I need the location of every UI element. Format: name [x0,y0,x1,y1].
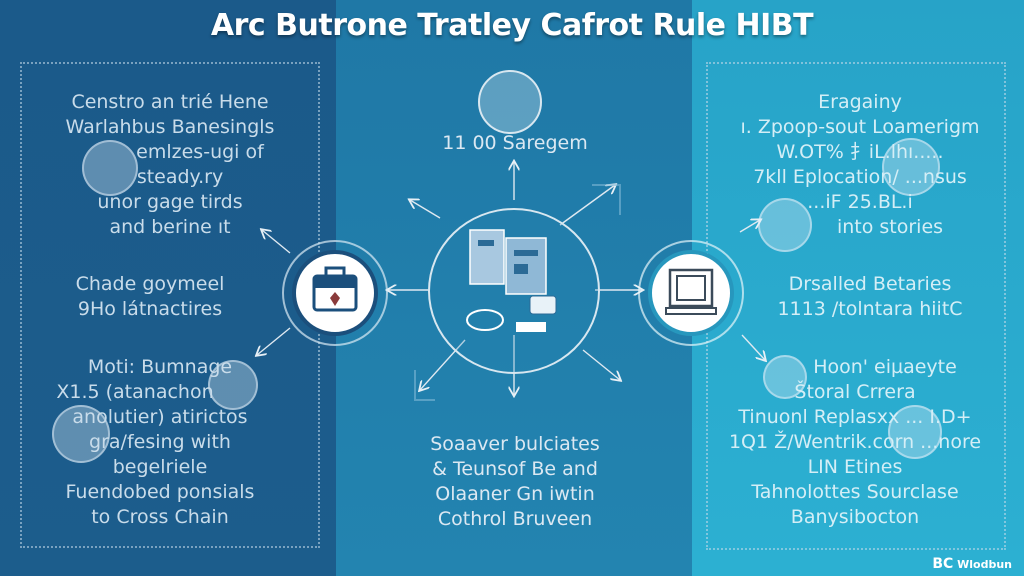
cube-icon [758,198,812,252]
text-line: 9Ho látnactires [77,298,223,320]
text-line: X1.5 (atanachon [56,381,214,403]
toolbox-icon [312,266,358,312]
text-line: Banysibocton [790,506,920,528]
anchor-icon [763,355,807,399]
text-line: anolutier) atirictos [72,406,248,428]
text-line: to Cross Chain [91,506,229,528]
logo-mark: BC [932,556,954,572]
text-line: Hoon' eiµaeyte [813,356,957,378]
left-hub [282,240,388,346]
right-block-3: Hoon' eiµaeyte Štoral Crrera Tinuonl Rep… [700,355,1010,530]
text-line: and berine ıt [109,216,231,238]
text-line: Eragainy [818,91,902,113]
left-block-2: Chade goymeel 9Ho látnactires [10,272,290,322]
text-line: 1113 /tolntara hiitC [777,298,963,320]
text-line: into stories [836,216,944,238]
text-line: 7kll Eplocation/ ...nsus [753,166,967,188]
text-line: ...iF 25.BL.i [807,191,913,213]
text-line: W.OT% 扌iL.lhı..... [776,141,944,163]
text-line: Tinuonl Replasxx ... I.D+ [738,406,972,428]
globe-icon [82,140,138,196]
right-hub [638,240,744,346]
key-icon [888,405,942,459]
text-line: steady.ry [136,166,224,188]
plane-icon [882,138,940,196]
text-line: gra/fesing with [89,431,231,453]
text-line: begelriele [112,456,208,478]
world-map-icon [52,405,110,463]
text-line: & Teunsof Be and [432,458,598,480]
center-hub [428,208,600,374]
text-line: Drsalled Betaries [788,273,952,295]
text-line: Tahnolottes Sourclase [751,481,959,503]
left-block-1: Censtro an trié Hene Warlahbus Banesingl… [30,90,310,240]
text-line: LIN Etines [807,456,903,478]
text-line: Štoral Crrera [794,381,916,403]
text-line: Olaaner Gn iwtin [435,483,595,505]
right-block-1: Eragainy ı. Zpoop-sout Loamerigm W.OT% 扌… [710,90,1010,240]
middle-top-label: 11 00 Saregem [442,132,588,154]
right-panel [692,0,1024,576]
text-line: Moti: Bumnage [87,356,233,378]
globe-icon [208,360,258,410]
text-line: Cothrol Bruveen [437,508,593,530]
computer-icon [665,268,717,315]
brand-logo: BC Wlodbun [932,556,1012,572]
page-title: Arc Butrone Tratley Cafrot Rule HIBT [210,8,814,43]
text-line: unor gage tirds [97,191,243,213]
network-devices-icon [466,229,557,332]
top-icon [478,70,542,134]
left-panel [0,0,336,576]
middle-bottom-block: Soaaver bulciates & Teunsof Be and Olaan… [400,432,630,532]
text-line: 1Q1 Ž/Wentrik.corn ...nore [728,431,982,453]
text-line: emlzes-ugi of [136,141,264,163]
left-block-3: Moti: Bumnage X1.5 (atanachon anolutier)… [20,355,300,530]
text-line: Soaaver bulciates [430,433,600,455]
text-line: Fuendobed ponsials [65,481,255,503]
text-line: Warlahbus Banesingls [65,116,275,138]
text-line: Chade goymeel [75,273,225,295]
right-block-2: Drsalled Betaries 1113 /tolntara hiitC [730,272,1010,322]
text-line: Censtro an trié Hene [71,91,269,113]
logo-text: Wlodbun [957,558,1012,571]
text-line: ı. Zpoop-sout Loamerigm [740,116,980,138]
